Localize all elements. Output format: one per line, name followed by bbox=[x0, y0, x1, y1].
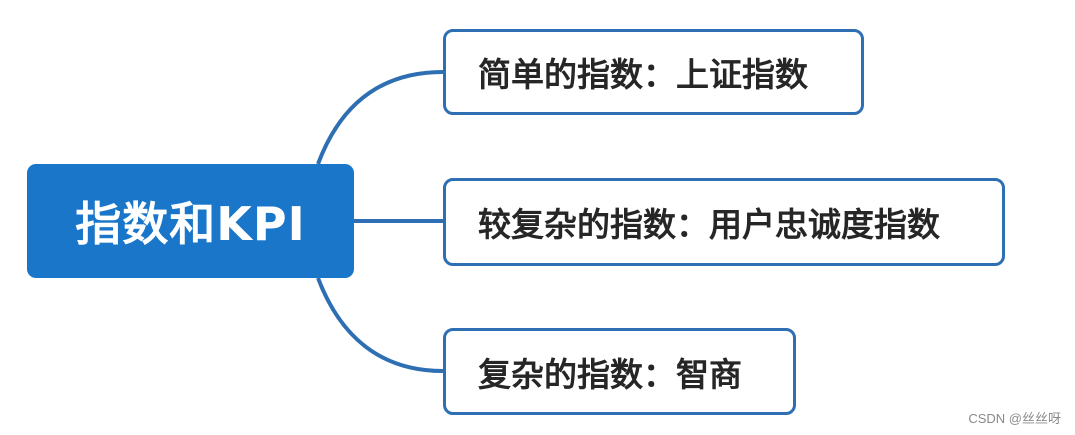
child-node-complex-index: 较复杂的指数：用户忠诚度指数 bbox=[443, 178, 1005, 266]
child-node-label: 简单的指数：上证指数 bbox=[478, 55, 808, 94]
root-node: 指数和KPI bbox=[27, 164, 354, 278]
child-node-most-complex-index: 复杂的指数：智商 bbox=[443, 328, 796, 415]
child-node-simple-index: 简单的指数：上证指数 bbox=[443, 29, 864, 115]
watermark: CSDN @丝丝呀 bbox=[968, 411, 1061, 426]
root-node-label: 指数和KPI bbox=[75, 197, 306, 251]
child-node-label: 复杂的指数：智商 bbox=[478, 354, 742, 394]
connector-to-node-3 bbox=[316, 277, 444, 373]
child-node-label: 较复杂的指数：用户忠诚度指数 bbox=[478, 205, 940, 244]
connector-to-node-1 bbox=[316, 70, 444, 165]
